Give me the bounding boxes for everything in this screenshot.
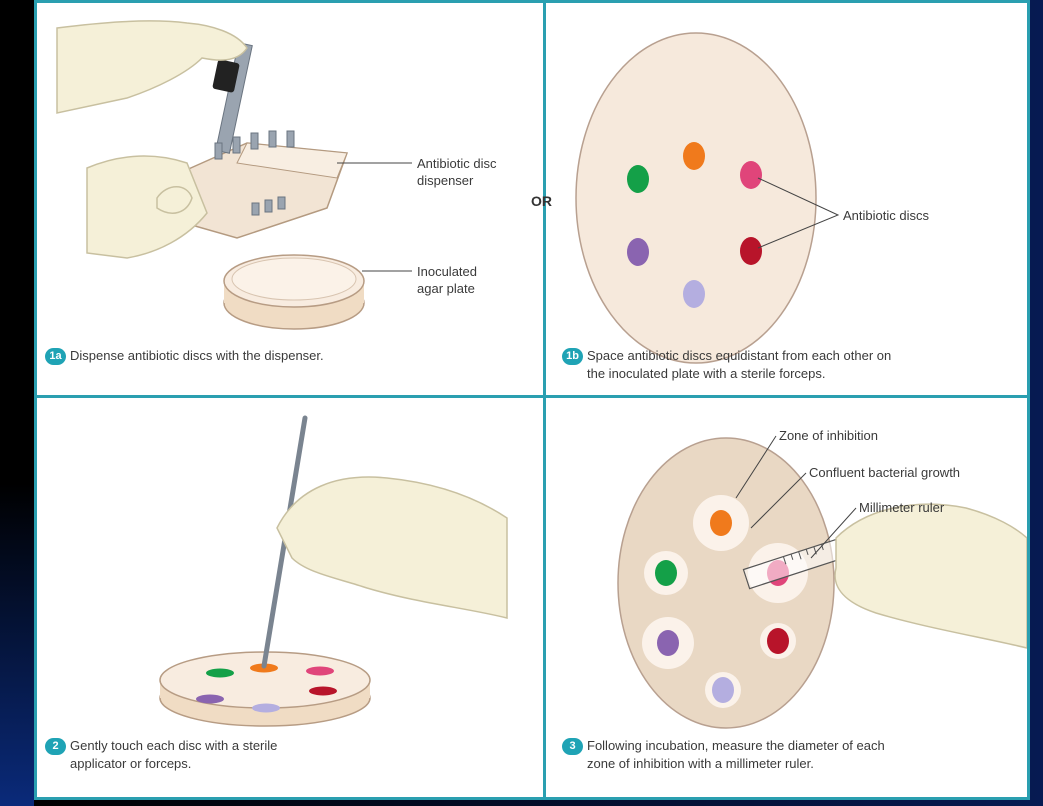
gloved-hand bbox=[835, 504, 1027, 648]
disc-red bbox=[740, 237, 762, 265]
gloved-hand bbox=[277, 477, 507, 618]
panel-1a: Antibiotic disc dispenser Inoculated aga… bbox=[37, 3, 543, 395]
dispenser-label: Antibiotic disc dispenser bbox=[417, 155, 496, 189]
panel-3: Zone of inhibition Confluent bacterial g… bbox=[546, 398, 1027, 797]
disc-green bbox=[627, 165, 649, 193]
zone-label: Zone of inhibition bbox=[779, 427, 878, 444]
disc-lavender bbox=[683, 280, 705, 308]
plate-label: Inoculated agar plate bbox=[417, 263, 477, 297]
disc-pink bbox=[740, 161, 762, 189]
disc-orange bbox=[683, 142, 705, 170]
step-badge-2: 2 bbox=[45, 738, 66, 755]
step-badge-1a: 1a bbox=[45, 348, 66, 365]
dispenser-illustration bbox=[37, 3, 543, 395]
step-badge-3: 3 bbox=[562, 738, 583, 755]
disc-purple bbox=[627, 238, 649, 266]
step-badge-1b: 1b bbox=[562, 348, 583, 365]
agar-plate bbox=[576, 33, 816, 363]
ruler-label: Millimeter ruler bbox=[859, 499, 944, 516]
slide-background bbox=[0, 0, 34, 806]
inoculated-agar-plate bbox=[224, 255, 364, 329]
discs-label: Antibiotic discs bbox=[843, 207, 929, 224]
plate-with-discs bbox=[546, 3, 1027, 395]
growth-label: Confluent bacterial growth bbox=[809, 464, 960, 481]
figure-frame: Antibiotic disc dispenser Inoculated aga… bbox=[34, 0, 1030, 800]
